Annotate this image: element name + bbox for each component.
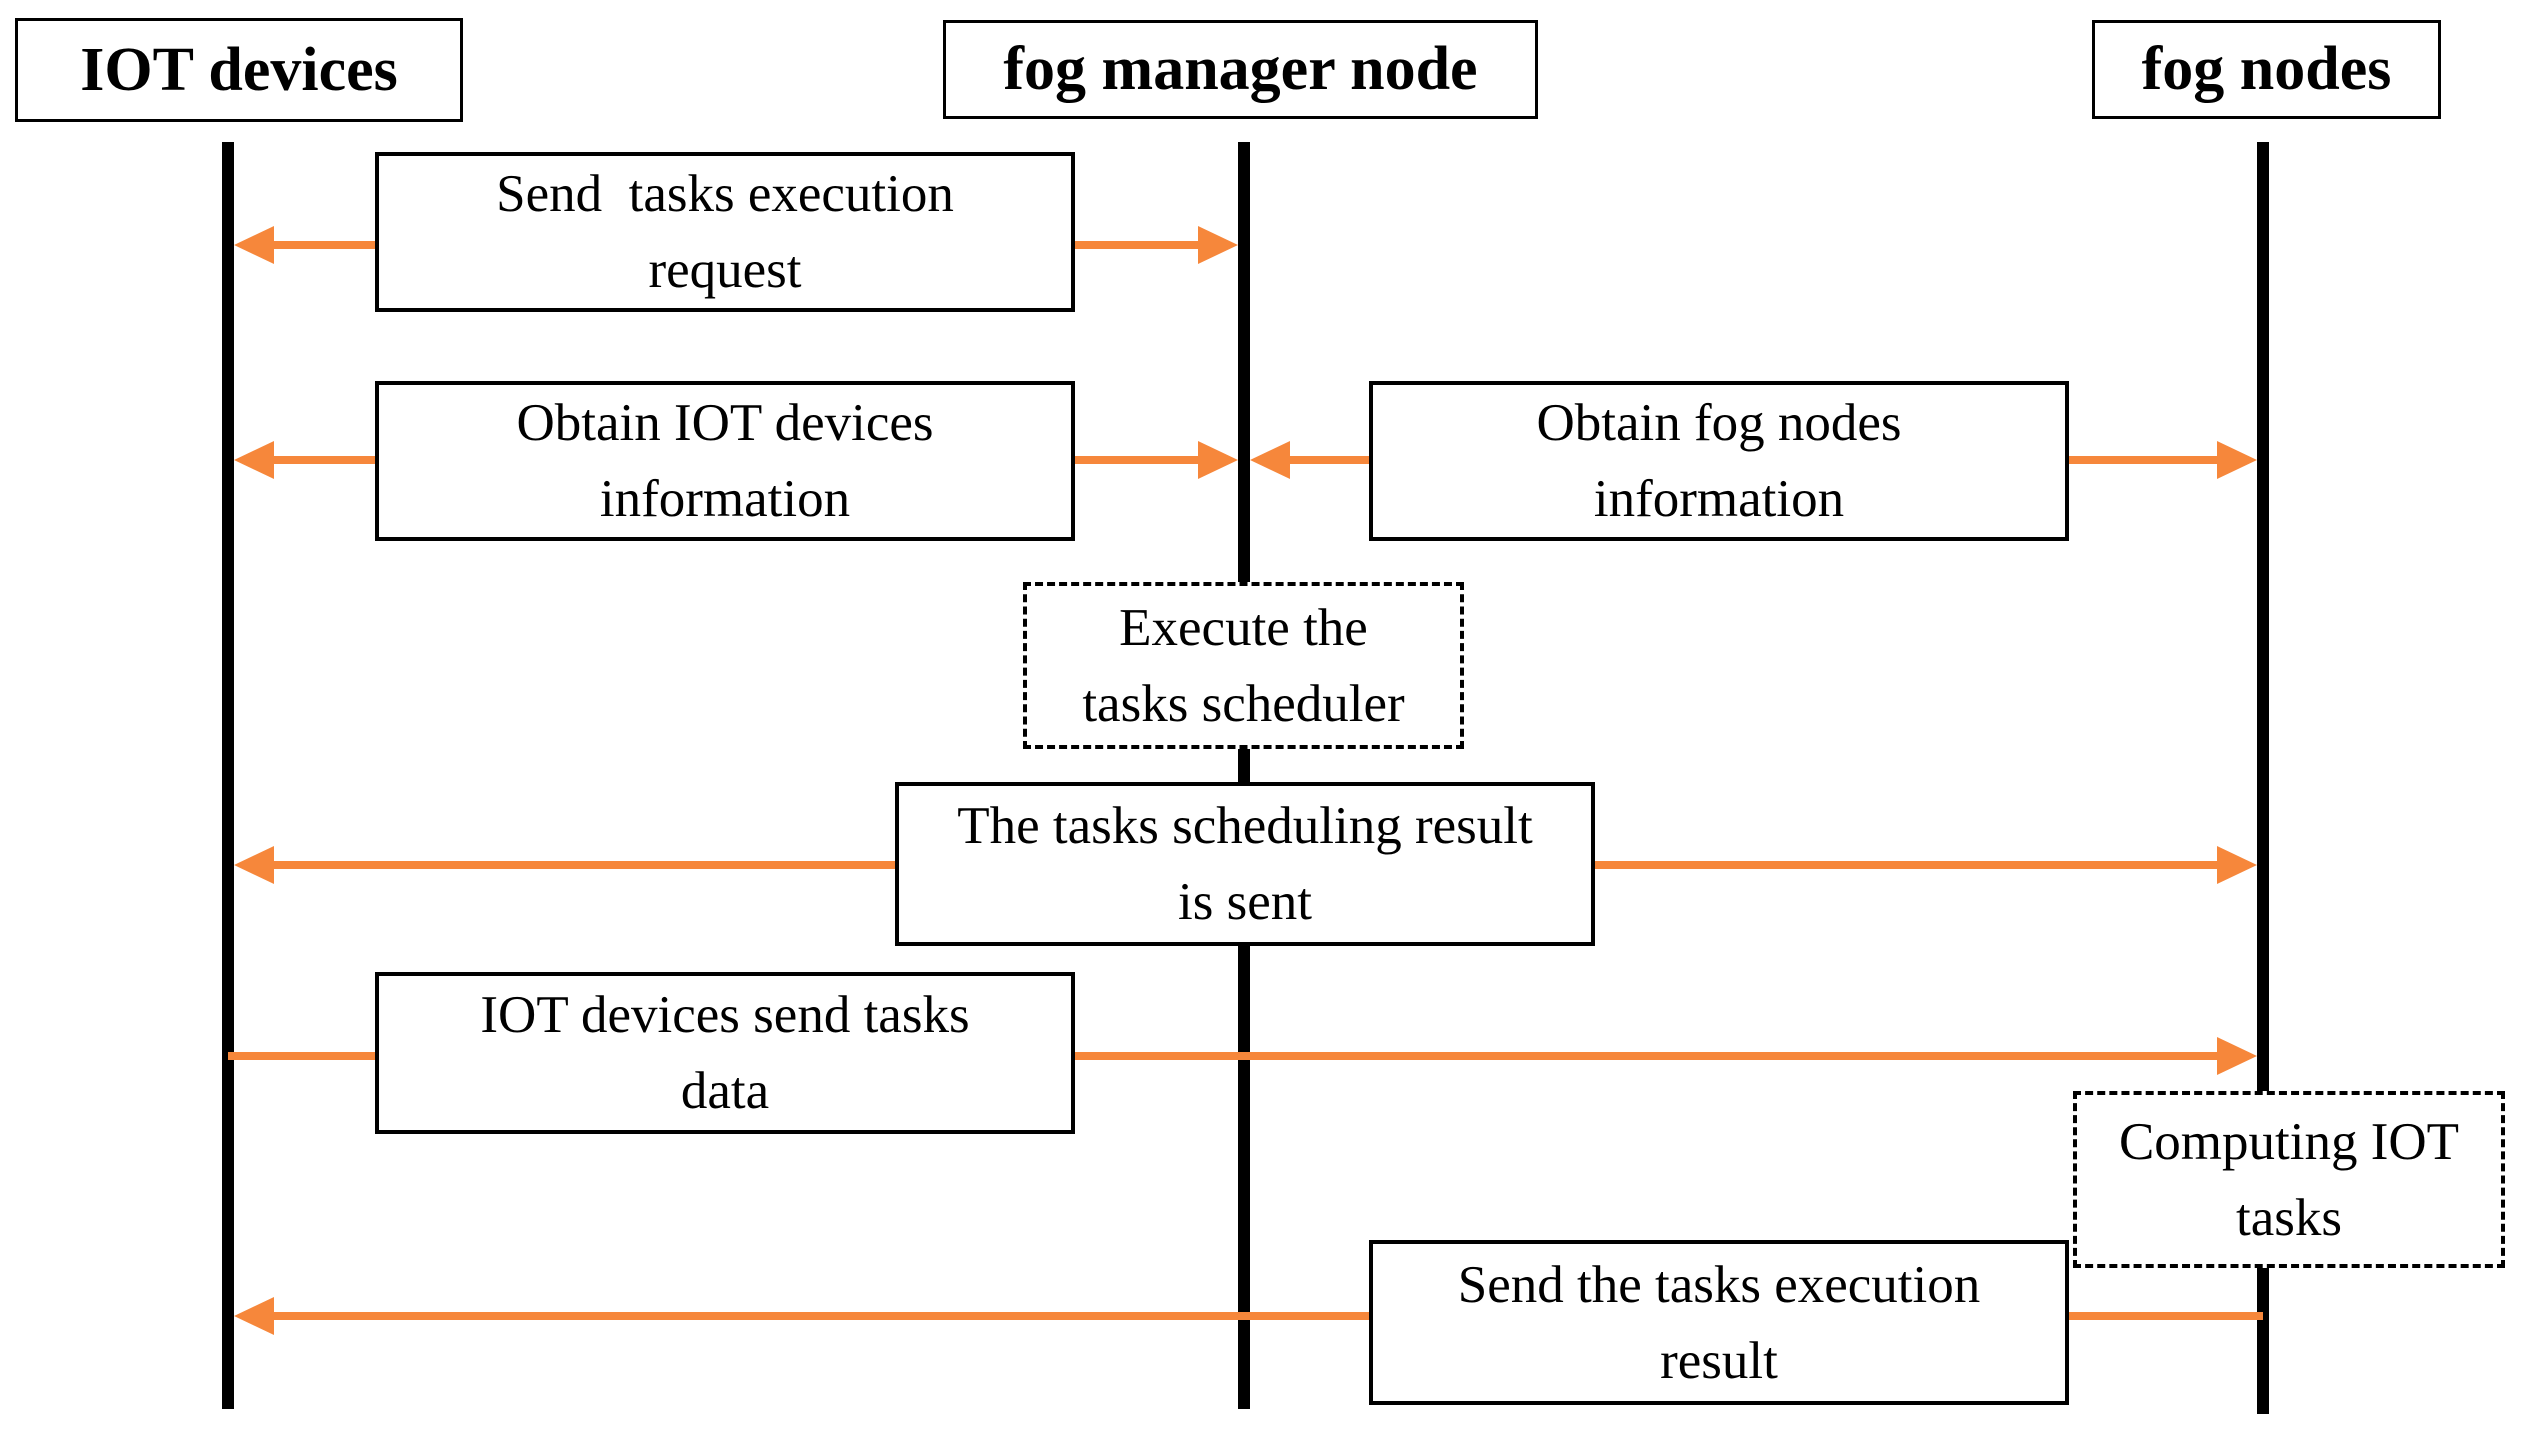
message-label: The tasks scheduling result is sent <box>957 797 1533 931</box>
message-label: IOT devices send tasks data <box>480 986 970 1120</box>
message-box-iot-devices-send-tasks-data: IOT devices send tasks data <box>375 972 1075 1134</box>
activity-box-execute-tasks-scheduler: Execute the tasks scheduler <box>1023 582 1464 749</box>
arrowhead-left-icon <box>234 1297 274 1335</box>
actor-label: IOT devices <box>80 35 398 104</box>
arrowhead-right-icon <box>1198 226 1238 264</box>
arrowhead-left-icon <box>234 846 274 884</box>
message-box-obtain-iot-devices-information: Obtain IOT devices information <box>375 381 1075 541</box>
arrowhead-left-icon <box>234 441 274 479</box>
actor-fog-manager-node: fog manager node <box>943 20 1538 119</box>
message-label: Send tasks execution request <box>496 165 954 299</box>
arrowhead-right-icon <box>2217 441 2257 479</box>
message-label: Obtain fog nodes information <box>1536 394 1902 528</box>
arrowhead-left-icon <box>1250 441 1290 479</box>
actor-label: fog nodes <box>2141 35 2392 103</box>
message-box-send-tasks-execution-result: Send the tasks execution result <box>1369 1240 2069 1405</box>
message-label: Obtain IOT devices information <box>516 394 934 528</box>
activity-box-computing-iot-tasks: Computing IOT tasks <box>2073 1091 2505 1268</box>
message-label: Send the tasks execution result <box>1457 1255 1981 1390</box>
activity-label: Execute the tasks scheduler <box>1082 598 1405 733</box>
actor-label: fog manager node <box>1003 35 1478 103</box>
arrowhead-right-icon <box>2217 1037 2257 1075</box>
actor-fog-nodes: fog nodes <box>2092 20 2441 119</box>
arrowhead-left-icon <box>234 226 274 264</box>
arrowhead-right-icon <box>2217 846 2257 884</box>
message-box-send-tasks-execution-request: Send tasks execution request <box>375 152 1075 312</box>
arrowhead-right-icon <box>1198 441 1238 479</box>
message-box-tasks-scheduling-result-sent: The tasks scheduling result is sent <box>895 782 1595 946</box>
actor-iot-devices: IOT devices <box>15 18 463 122</box>
message-box-obtain-fog-nodes-information: Obtain fog nodes information <box>1369 381 2069 541</box>
activity-label: Computing IOT tasks <box>2118 1112 2460 1247</box>
